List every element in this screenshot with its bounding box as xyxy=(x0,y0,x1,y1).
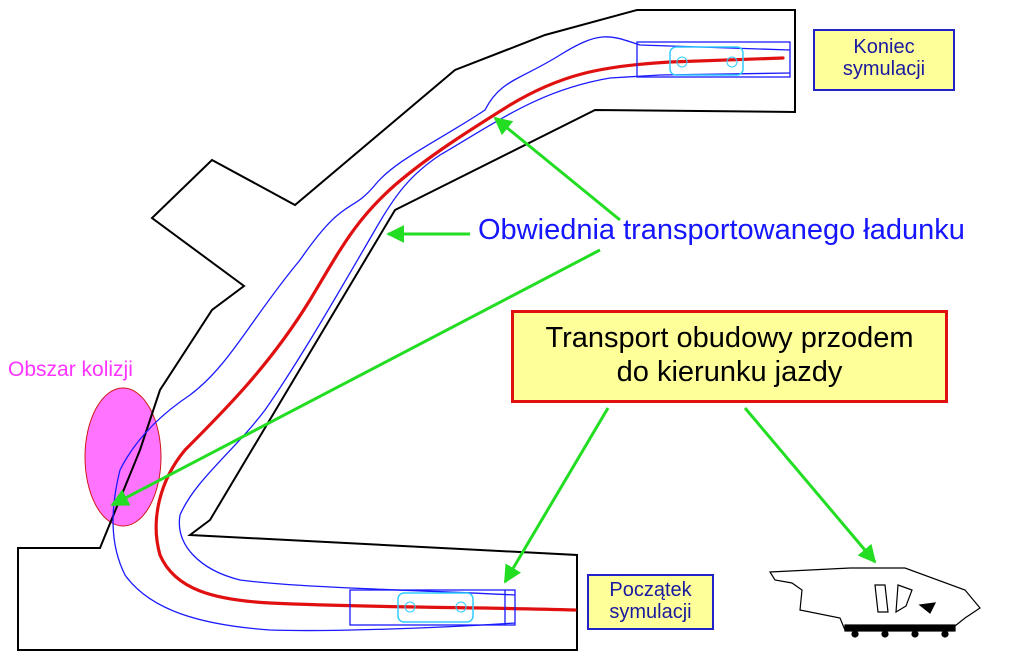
end-label-line1: Koniec xyxy=(853,36,915,58)
end-vehicle-frame xyxy=(636,41,791,78)
pointer-envelope-upper xyxy=(493,116,621,222)
roof-support-silhouette xyxy=(768,567,981,638)
transport-callout-line2: do kierunku jazdy xyxy=(616,356,843,388)
route-centerline xyxy=(154,56,785,612)
end-vehicle-wheel-front xyxy=(676,56,688,68)
start-vehicle-wheel-rear xyxy=(455,601,467,613)
envelope-outer xyxy=(112,36,791,632)
collision-label: Obszar kolizji xyxy=(8,358,133,381)
start-label-line1: Początek xyxy=(609,579,692,601)
transport-callout-line1: Transport obudowy przodem xyxy=(545,322,914,354)
envelope-inner xyxy=(178,72,791,596)
start-label-box: Początek symulacji xyxy=(587,574,714,630)
collision-area xyxy=(84,387,162,527)
tunnel-outline xyxy=(17,9,796,651)
start-vehicle-frame xyxy=(349,589,516,626)
end-vehicle xyxy=(669,46,744,76)
start-vehicle xyxy=(397,592,474,623)
transport-callout: Transport obudowy przodem do kierunku ja… xyxy=(511,310,948,403)
pointer-envelope-collision xyxy=(110,248,601,507)
end-vehicle-wheel-rear xyxy=(726,56,738,68)
start-label-line2: symulacji xyxy=(609,601,692,623)
pointer-transport-machine xyxy=(743,407,877,564)
envelope-label: Obwiednia transportowanego ładunku xyxy=(478,214,965,246)
pointer-transport-start xyxy=(503,407,610,584)
end-label-line2: symulacji xyxy=(842,58,926,80)
start-vehicle-wheel-front xyxy=(404,601,416,613)
end-label-box: Koniec symulacji xyxy=(813,29,955,91)
